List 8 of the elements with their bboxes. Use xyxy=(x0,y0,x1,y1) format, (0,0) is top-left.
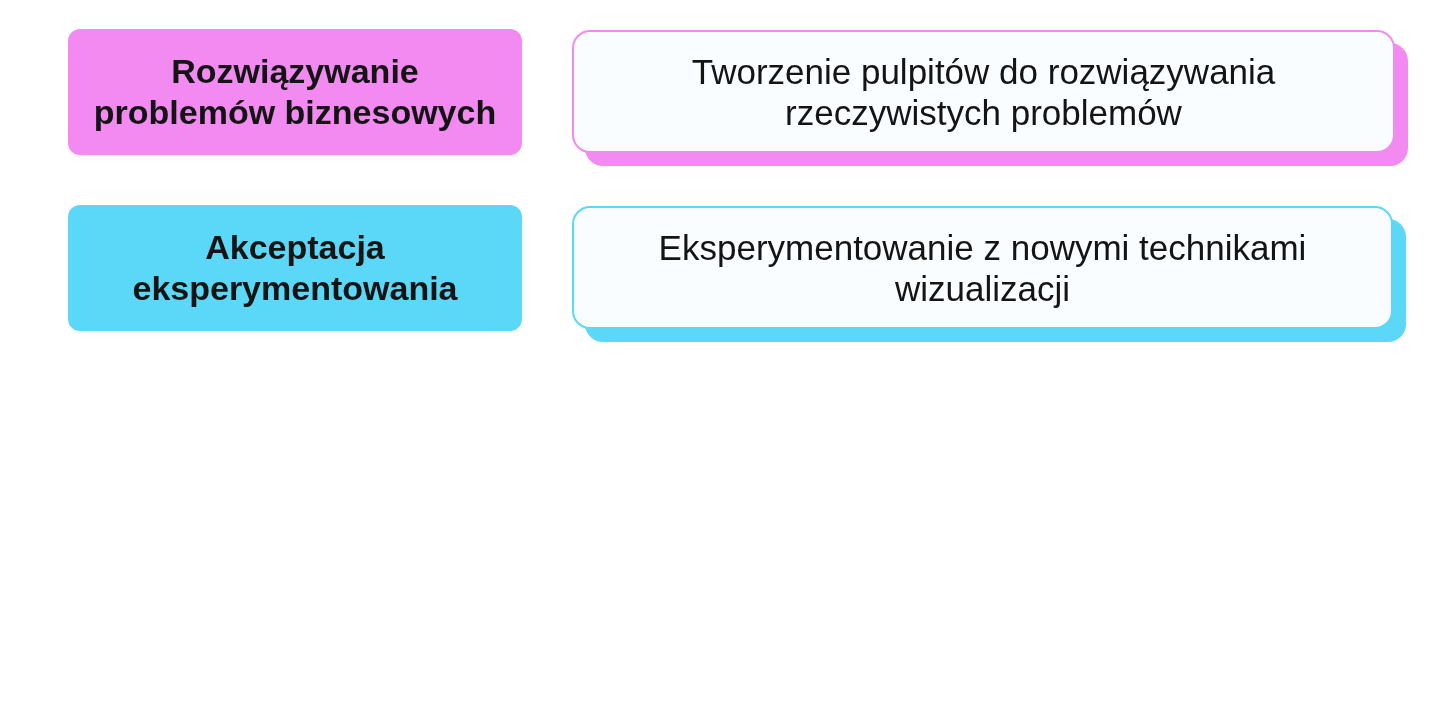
heading-box xyxy=(68,205,522,331)
description-card xyxy=(572,30,1408,166)
card-description: Tworzenie pulpitów do rozwiązywania rzeczywistych problemów xyxy=(690,50,1277,133)
heading-box xyxy=(68,29,522,155)
description-card xyxy=(572,206,1406,342)
box-heading: Rozwiązywanie problemów biznesowych xyxy=(92,51,498,133)
card-description: Eksperymentowanie z nowymi technikami wizualizacji xyxy=(657,226,1308,309)
box-heading: Akceptacja eksperymentowania xyxy=(131,227,459,309)
